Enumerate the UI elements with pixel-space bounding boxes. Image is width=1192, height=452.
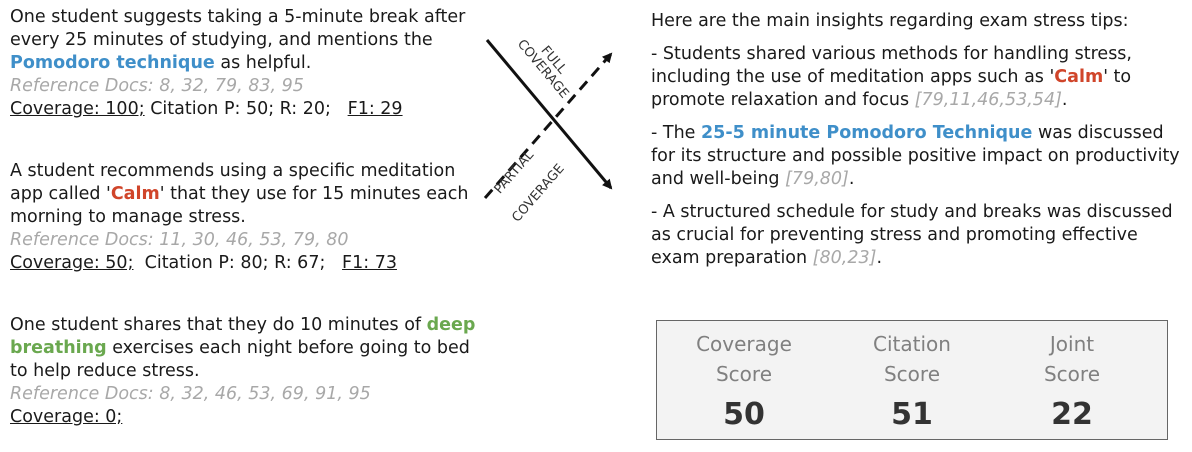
claim-block-2: A student recommends using a specific me… [10,160,480,275]
coverage-2: Coverage: 50; [10,253,134,273]
summary-highlight-calm: Calm [1054,67,1104,87]
reference-docs-3: Reference Docs: 8, 32, 46, 53, 69, 91, 9… [10,384,371,404]
f1-1: F1: 29 [347,99,403,119]
summary-point-2: - The 25-5 minute Pomodoro Technique was… [651,123,1180,189]
partial-label-line1: PARTIAL [492,147,538,197]
coverage-score: Coverage Score 50 [659,329,829,432]
coverage-arrows: FULL COVERAGE PARTIAL COVERAGE [483,37,613,225]
coverage-3: Coverage: 0; [10,407,123,427]
summary-point-1: - Students shared various methods for ha… [651,44,1132,110]
citation-1: Citation P: 50; R: 20; [150,99,331,119]
highlight-deep-breathing: deep breathing [10,315,476,358]
reference-docs-2: Reference Docs: 11, 30, 46, 53, 79, 80 [10,230,349,250]
coverage-1: Coverage: 100; [10,99,145,119]
citation-score-value: 51 [891,397,933,432]
metrics-3: Coverage: 0; [10,406,480,429]
score-box: Coverage Score 50 Citation Score 51 Join… [656,320,1168,440]
coverage-score-label-1: Coverage [696,332,792,356]
joint-score-value: 22 [1051,397,1093,432]
claim-text-3: One student shares that they do 10 minut… [10,315,476,381]
summary-citation-3: [80,23] [812,248,877,268]
joint-score-label-1: Joint [1049,332,1095,356]
citation-2: Citation P: 80; R: 67; [144,253,326,273]
reference-docs-1: Reference Docs: 8, 32, 79, 83, 95 [10,76,304,96]
citation-score: Citation Score 51 [827,329,997,432]
joint-score: Joint Score 22 [987,329,1157,432]
claim-block-3: One student shares that they do 10 minut… [10,314,480,429]
highlight-pomodoro: Pomodoro technique [10,53,215,73]
metrics-1: Coverage: 100; Citation P: 50; R: 20; F1… [10,98,480,121]
citation-score-label-2: Score [883,362,940,386]
citation-score-label-1: Citation [873,332,951,356]
summary-intro: Here are the main insights regarding exa… [651,11,1129,31]
coverage-score-value: 50 [723,397,765,432]
joint-score-label-2: Score [1043,362,1100,386]
highlight-calm: Calm [110,184,160,204]
coverage-score-label-2: Score [715,362,772,386]
summary-citation-1: [79,11,46,53,54] [914,90,1062,110]
full-coverage-arrow [485,39,613,190]
claim-block-1: One student suggests taking a 5-minute b… [10,6,480,121]
claim-text-1: One student suggests taking a 5-minute b… [10,7,466,73]
summary-citation-2: [79,80] [785,169,849,189]
summary: Here are the main insights regarding exa… [651,10,1191,280]
claim-text-2: A student recommends using a specific me… [10,161,469,227]
metrics-2: Coverage: 50; Citation P: 80; R: 67; F1:… [10,252,480,275]
summary-point-3: - A structured schedule for study and br… [651,202,1173,268]
summary-highlight-pomodoro: 25-5 minute Pomodoro Technique [701,123,1033,143]
f1-2: F1: 73 [342,253,397,273]
partial-coverage-arrow [483,52,613,199]
